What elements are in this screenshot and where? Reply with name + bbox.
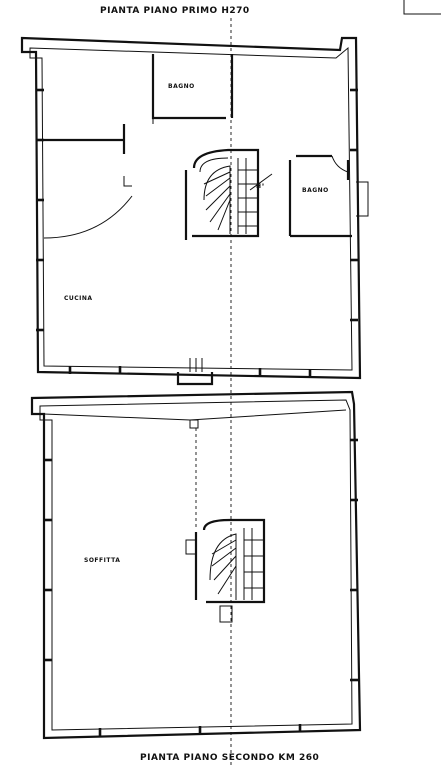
wall-hatching-second bbox=[44, 438, 358, 736]
stair-first-floor: H° bbox=[184, 148, 273, 240]
room-bagno-top: BAGNO bbox=[168, 83, 195, 90]
first-floor-plan: H° BAGNO BAGNO CUCINA bbox=[20, 36, 369, 386]
room-soffitta: SOFFITTA bbox=[84, 557, 120, 564]
room-cucina: CUCINA bbox=[64, 295, 93, 302]
wall-hatching bbox=[36, 88, 358, 377]
room-bagno-right: BAGNO bbox=[302, 187, 329, 194]
stair-height-mark: H° bbox=[256, 183, 265, 190]
stair-second-floor bbox=[185, 518, 266, 623]
corner-mark bbox=[403, 0, 441, 15]
first-floor-title: PIANTA PIANO PRIMO H270 bbox=[100, 6, 250, 16]
second-floor-title: PIANTA PIANO SECONDO KM 260 bbox=[140, 753, 319, 763]
second-floor-plan: SOFFITTA bbox=[30, 390, 362, 740]
